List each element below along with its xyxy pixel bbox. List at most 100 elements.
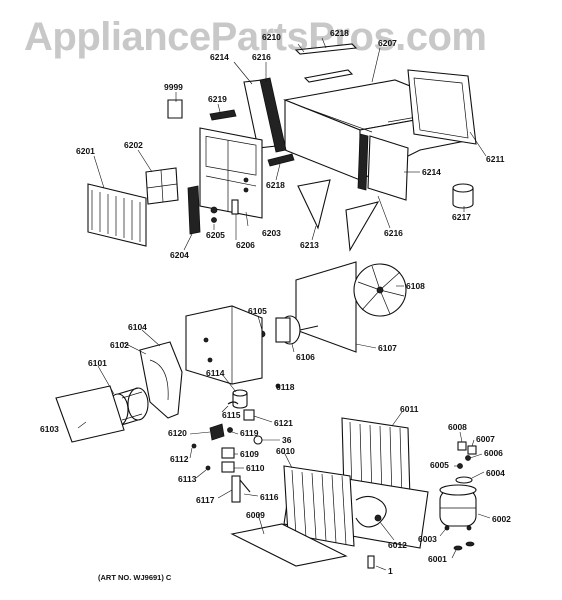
callout-6213: 6213 bbox=[300, 240, 319, 250]
control-parts-group bbox=[191, 423, 263, 503]
part-bracket-6206 bbox=[231, 199, 239, 215]
callout-6214-top: 6214 bbox=[210, 52, 229, 62]
part-bracket-6213a bbox=[297, 179, 331, 230]
callout-6012: 6012 bbox=[388, 540, 407, 550]
callout-6119: 6119 bbox=[240, 428, 259, 438]
leader-lines bbox=[77, 37, 491, 571]
callout-6008: 6008 bbox=[448, 422, 467, 432]
callout-6103: 6103 bbox=[40, 424, 59, 434]
callout-1: 1 bbox=[388, 566, 393, 576]
callout-6005: 6005 bbox=[430, 460, 449, 470]
callout-36: 36 bbox=[282, 435, 292, 445]
part-clip-6115 bbox=[227, 401, 239, 405]
callout-6104: 6104 bbox=[128, 322, 147, 332]
part-tubing bbox=[355, 495, 387, 528]
callout-6001: 6001 bbox=[428, 554, 447, 564]
callout-6109: 6109 bbox=[240, 449, 259, 459]
part-6113 bbox=[205, 465, 211, 471]
callout-6203: 6203 bbox=[262, 228, 281, 238]
callout-6011: 6011 bbox=[400, 404, 419, 414]
watermark-text: AppliancePartsPros.com bbox=[24, 15, 487, 59]
callout-6112: 6112 bbox=[170, 454, 189, 464]
part-cylinder-6217 bbox=[452, 183, 474, 209]
part-louver-6202 bbox=[145, 167, 179, 205]
part-6007 bbox=[467, 445, 477, 455]
callout-6007: 6007 bbox=[476, 434, 495, 444]
callout-6218-mid: 6218 bbox=[266, 180, 285, 190]
callout-6115: 6115 bbox=[222, 410, 241, 420]
part-bracket-6213b bbox=[345, 201, 380, 252]
callout-6117: 6117 bbox=[196, 495, 215, 505]
blower-group bbox=[55, 261, 407, 443]
part-condenser-6010 bbox=[283, 465, 355, 547]
part-blower-scroll bbox=[139, 341, 183, 419]
callout-6218-top: 6218 bbox=[330, 28, 349, 38]
callout-6110: 6110 bbox=[246, 463, 265, 473]
callout-6120: 6120 bbox=[168, 428, 187, 438]
part-6109 bbox=[221, 447, 235, 459]
part-shroud-6107 bbox=[295, 261, 357, 353]
callout-6211: 6211 bbox=[486, 154, 505, 164]
callout-6006: 6006 bbox=[484, 448, 503, 458]
part-vane-6204 bbox=[187, 185, 201, 235]
part-bracket-6121 bbox=[243, 409, 255, 421]
callout-6002: 6002 bbox=[492, 514, 511, 524]
callout-6202: 6202 bbox=[124, 140, 143, 150]
callout-6107: 6107 bbox=[378, 343, 397, 353]
callout-6116: 6116 bbox=[260, 492, 279, 502]
part-latch-6219 bbox=[209, 109, 237, 121]
part-grommet-6001a bbox=[453, 545, 463, 551]
callout-6217: 6217 bbox=[452, 212, 471, 222]
callout-6201: 6201 bbox=[76, 146, 95, 156]
callout-6216-right: 6216 bbox=[384, 228, 403, 238]
callout-6105: 6105 bbox=[248, 306, 267, 316]
callout-9999: 9999 bbox=[164, 82, 183, 92]
part-front-frame bbox=[199, 127, 263, 219]
callout-6009: 6009 bbox=[246, 510, 265, 520]
callout-6214-right: 6214 bbox=[422, 167, 441, 177]
part-evaporator-6011 bbox=[341, 417, 411, 501]
part-6116-harness bbox=[231, 475, 251, 503]
callout-6101: 6101 bbox=[88, 358, 107, 368]
callout-6118: 6118 bbox=[276, 382, 295, 392]
part-side-foam-left bbox=[259, 77, 287, 153]
part-6120 bbox=[209, 423, 225, 441]
part-rear-grille bbox=[407, 69, 477, 145]
callout-labels: 6218 6210 6207 6214 6216 9999 6219 6202 … bbox=[40, 28, 511, 576]
part-grommet-6001b bbox=[465, 541, 475, 547]
part-6004 bbox=[455, 476, 473, 484]
cabinet-group bbox=[87, 43, 477, 252]
part-capacitor-6114 bbox=[232, 389, 248, 409]
callout-6004: 6004 bbox=[486, 468, 505, 478]
part-base-pan-6103 bbox=[55, 385, 125, 443]
callout-6003: 6003 bbox=[418, 534, 437, 544]
part-top-rail bbox=[294, 43, 358, 55]
callout-6207: 6207 bbox=[378, 38, 397, 48]
callout-6205: 6205 bbox=[206, 230, 225, 240]
part-6110 bbox=[221, 461, 235, 473]
callout-6108: 6108 bbox=[406, 281, 425, 291]
part-condenser-fan-6108 bbox=[353, 263, 407, 317]
part-front-grille-6201 bbox=[87, 183, 147, 247]
chassis-group bbox=[230, 417, 477, 569]
part-knob-6205 bbox=[210, 206, 218, 214]
part-6012 bbox=[374, 514, 382, 522]
callout-6114: 6114 bbox=[206, 368, 225, 378]
part-bulkhead bbox=[185, 305, 263, 385]
part-6112 bbox=[191, 443, 197, 449]
callout-6204: 6204 bbox=[170, 250, 189, 260]
part-filter-label bbox=[167, 99, 183, 119]
part-1 bbox=[367, 555, 375, 569]
callout-6113: 6113 bbox=[178, 474, 197, 484]
callout-6121: 6121 bbox=[274, 418, 293, 428]
part-6119 bbox=[227, 427, 233, 433]
callout-6206: 6206 bbox=[236, 240, 255, 250]
part-6008 bbox=[457, 441, 467, 451]
part-drain-pan-6009 bbox=[230, 523, 348, 567]
art-number: (ART NO. WJ9691) C bbox=[98, 573, 172, 582]
part-compressor bbox=[439, 484, 477, 531]
part-6006 bbox=[465, 455, 471, 461]
part-side-seal-right bbox=[357, 133, 409, 201]
callout-6219: 6219 bbox=[208, 94, 227, 104]
